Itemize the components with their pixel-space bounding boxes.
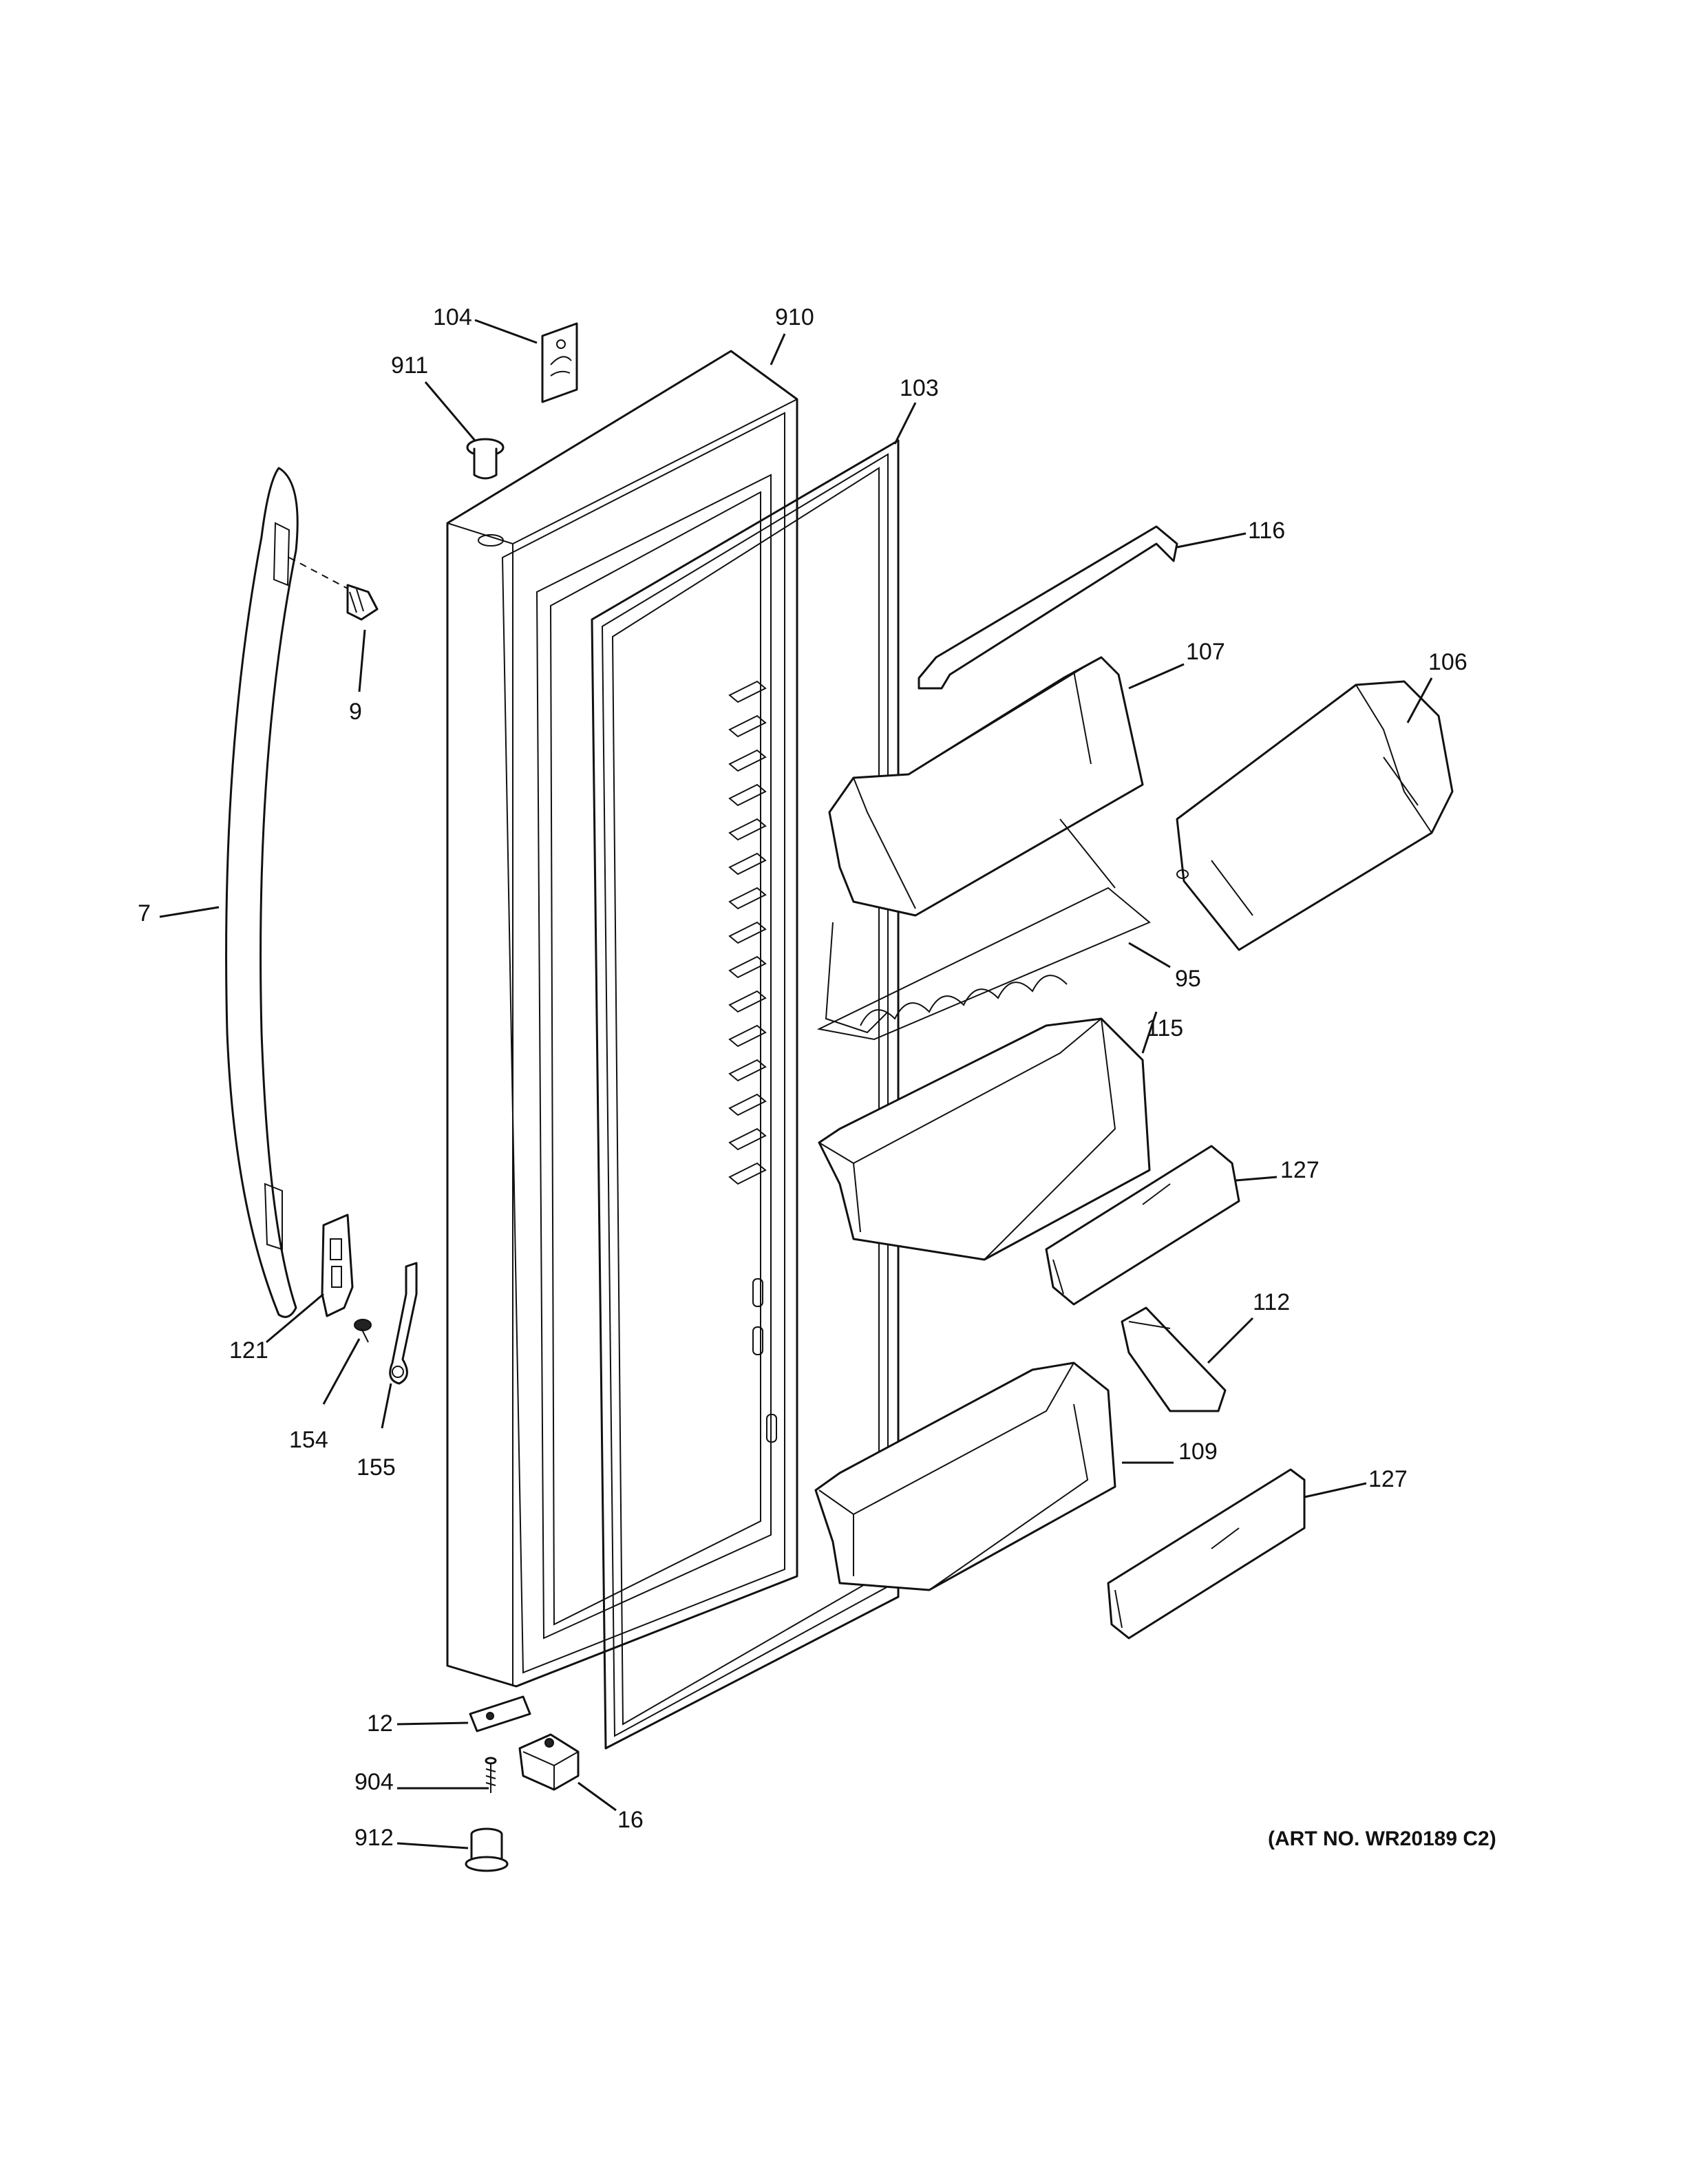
part-912-bushing — [465, 1827, 509, 1872]
art-number: (ART NO. WR20189 C2) — [1268, 1827, 1496, 1850]
part-127-lower-front — [1107, 1468, 1306, 1640]
callout-95: 95 — [1175, 966, 1201, 992]
callout-911: 911 — [391, 352, 429, 379]
part-154-screw — [354, 1319, 372, 1343]
callout-155: 155 — [357, 1454, 396, 1481]
callout-116: 116 — [1248, 518, 1286, 544]
callout-12: 12 — [367, 1710, 393, 1737]
part-7-handle — [225, 467, 299, 1318]
callout-104: 104 — [433, 304, 472, 330]
callout-109: 109 — [1178, 1439, 1218, 1465]
part-12-hinge-plate — [469, 1695, 531, 1732]
door-shelf-supports — [728, 680, 777, 1443]
part-910-door-shell — [446, 350, 798, 1688]
callout-9: 9 — [349, 699, 362, 725]
callout-154: 154 — [289, 1427, 328, 1453]
part-904-screw — [485, 1757, 497, 1793]
callout-7: 7 — [138, 900, 151, 926]
part-104-label-plate — [541, 322, 578, 403]
callout-127-upper: 127 — [1280, 1157, 1320, 1183]
part-121-bracket — [321, 1213, 354, 1317]
callout-910: 910 — [775, 304, 814, 330]
callout-115: 115 — [1146, 1015, 1184, 1041]
part-115-middle-bin — [818, 1017, 1151, 1261]
part-106-dairy-door — [1176, 680, 1454, 951]
callout-103: 103 — [900, 375, 939, 401]
callout-106: 106 — [1428, 649, 1467, 675]
callout-121: 121 — [229, 1337, 268, 1364]
part-155-strap — [389, 1262, 418, 1385]
part-116-cap — [918, 525, 1178, 690]
part-112-clip — [1121, 1306, 1227, 1412]
callout-112: 112 — [1253, 1289, 1291, 1315]
callout-16: 16 — [617, 1807, 644, 1833]
part-16-hinge-bracket — [518, 1733, 580, 1791]
part-107-upper-bin — [828, 656, 1144, 917]
part-9-handle-stud — [288, 557, 379, 621]
part-95-wire-rack — [816, 818, 1151, 1041]
callout-107: 107 — [1186, 639, 1225, 665]
part-911-bushing — [466, 438, 505, 480]
leader-lines — [159, 319, 1433, 1849]
part-127-upper-front — [1045, 1145, 1240, 1306]
part-109-lower-bin — [814, 1361, 1116, 1591]
callout-904: 904 — [354, 1769, 394, 1795]
callout-127-lower: 127 — [1368, 1466, 1408, 1492]
callout-912: 912 — [354, 1825, 394, 1851]
